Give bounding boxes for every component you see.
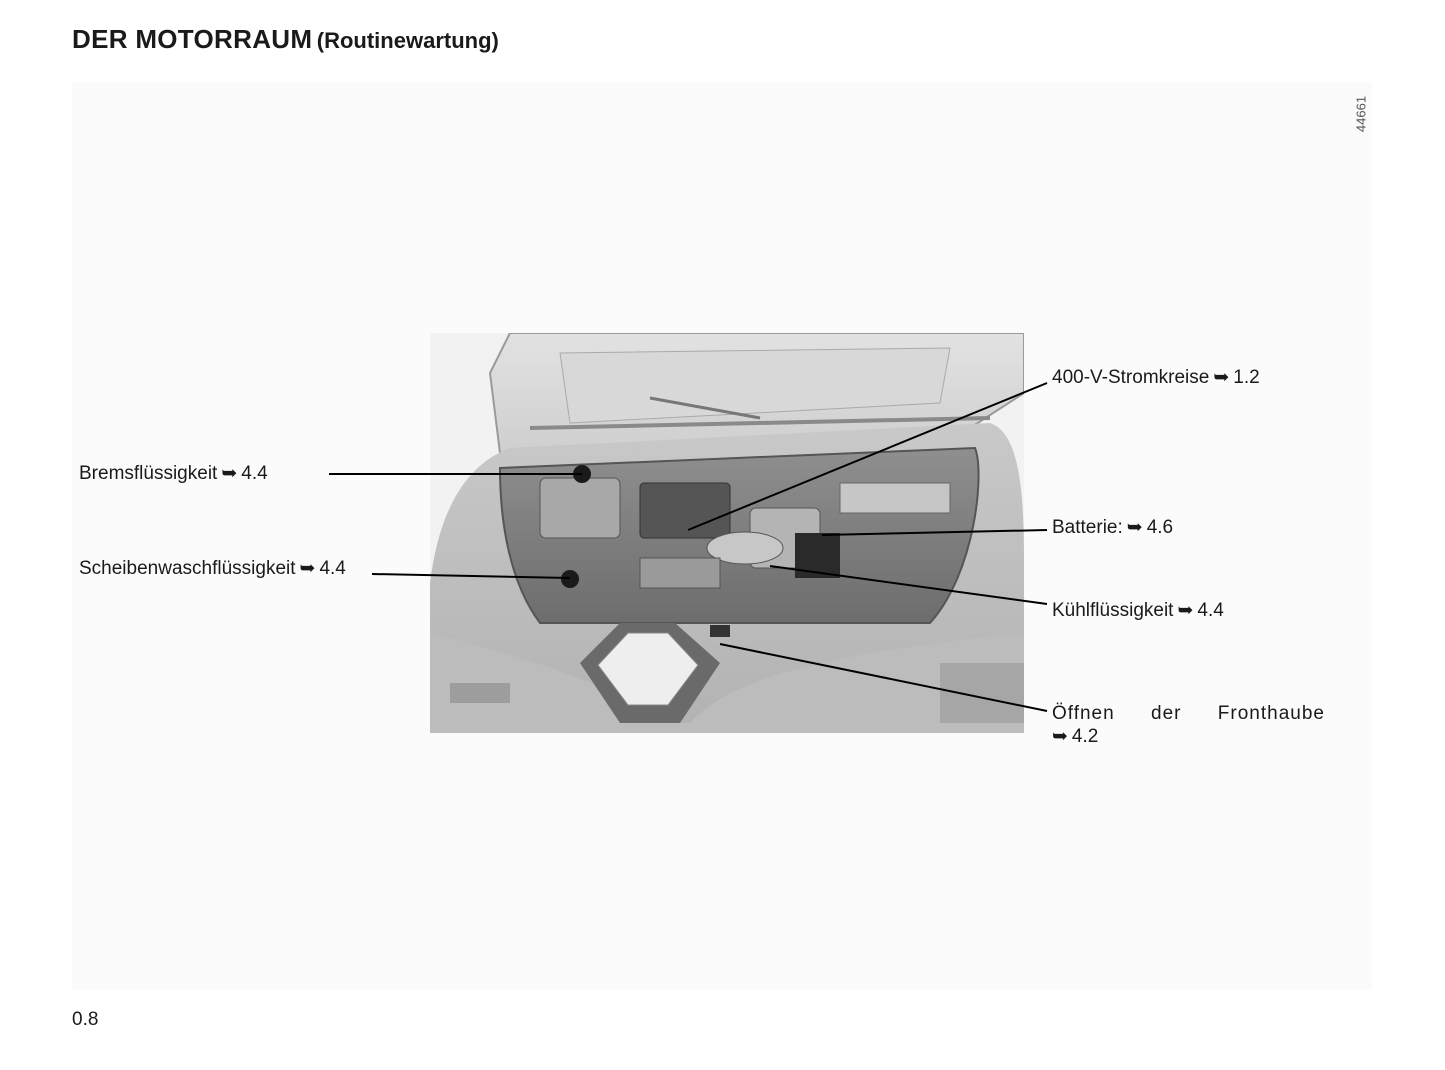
reference-arrow-icon: ➥ <box>1052 726 1068 747</box>
title-main: DER MOTORRAUM <box>72 24 313 54</box>
title-sub: (Routinewartung) <box>316 28 499 53</box>
reference-arrow-icon: ➥ <box>221 463 238 484</box>
label-batterie: Batterie:➥4.6 <box>1052 517 1174 538</box>
label-fronthaube-text: Öffnen der Fronthaube <box>1052 703 1325 724</box>
label-bremsfluessigkeit: Bremsflüssigkeit➥4.4 <box>79 463 268 484</box>
label-kuehlfluessigkeit: Kühlflüssigkeit➥4.4 <box>1052 600 1224 621</box>
page-title: DER MOTORRAUM (Routinewartung) <box>72 24 499 55</box>
engine-bay-photo <box>430 333 1024 733</box>
reference-arrow-icon: ➥ <box>1213 367 1230 388</box>
page-number: 0.8 <box>72 1009 99 1030</box>
label-stromkreise: 400-V-Stromkreise➥1.2 <box>1052 367 1260 388</box>
label-fronthaube: Öffnen der Fronthaube ➥4.2 <box>1052 703 1325 747</box>
label-scheibenwasch: Scheibenwaschflüssigkeit➥4.4 <box>79 558 346 579</box>
reference-arrow-icon: ➥ <box>1177 600 1194 621</box>
reference-arrow-icon: ➥ <box>299 558 316 579</box>
reference-arrow-icon: ➥ <box>1126 517 1143 538</box>
figure-id: 44661 <box>1353 95 1369 133</box>
